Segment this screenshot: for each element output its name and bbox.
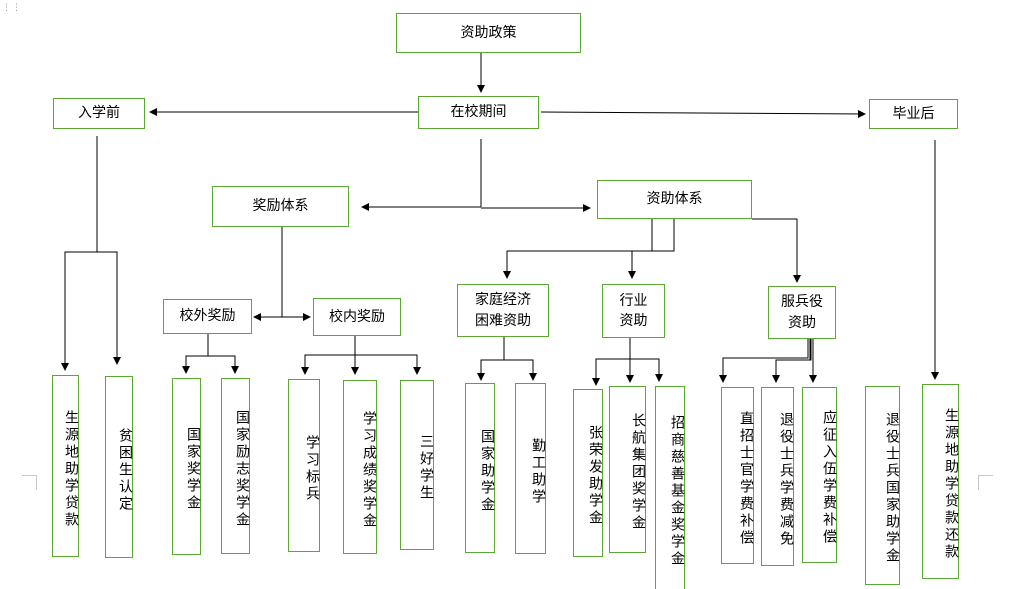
leaf-poverty-id: 贫困生认定 bbox=[105, 376, 133, 558]
node-reward-system: 奖励体系 bbox=[212, 186, 349, 227]
leaf-model-student: 学习标兵 bbox=[288, 379, 320, 552]
leaf-national-grant: 国家助学金 bbox=[465, 383, 495, 553]
leaf-three-good: 三好学生 bbox=[400, 380, 434, 550]
leaf-loan-repay: 生源地助学贷款还款 bbox=[922, 384, 959, 579]
leaf-work-study: 勤工助学 bbox=[515, 383, 546, 554]
node-industry-aid: 行业 资助 bbox=[602, 284, 665, 338]
leaf-veteran-grant: 退役士兵国家助学金 bbox=[865, 386, 900, 585]
node-family-aid: 家庭经济 困难资助 bbox=[457, 284, 549, 337]
leaf-academic-scholarship: 学习成绩奖学金 bbox=[343, 380, 377, 554]
edge-before-split bbox=[61, 136, 98, 371]
leaf-enlist-comp: 应征入伍学费补偿 bbox=[802, 387, 837, 563]
leaf-zhaoshang: 招商慈善基金奖学金 bbox=[655, 386, 685, 589]
node-after: 毕业后 bbox=[869, 99, 958, 129]
node-aid-system: 资助体系 bbox=[597, 180, 752, 219]
leaf-changhang: 长航集团奖学金 bbox=[609, 386, 646, 553]
page-corner-mark-left bbox=[22, 475, 37, 490]
node-during: 在校期间 bbox=[418, 96, 539, 129]
leaf-veteran-waiver: 退役士兵学费减免 bbox=[761, 387, 794, 566]
node-outside-reward: 校外奖励 bbox=[163, 299, 252, 334]
leaf-national-encourage: 国家励志奖学金 bbox=[221, 378, 250, 554]
leaf-direct-nco: 直招士官学费补偿 bbox=[721, 387, 754, 564]
edge-during-after bbox=[540, 109, 866, 118]
node-inside-reward: 校内奖励 bbox=[313, 298, 401, 336]
node-before: 入学前 bbox=[53, 98, 145, 129]
node-policy: 资助政策 bbox=[396, 13, 581, 53]
leaf-national-scholarship: 国家奖学金 bbox=[172, 378, 201, 555]
leaf-loan-source: 生源地助学贷款 bbox=[52, 375, 79, 557]
node-military-aid: 服兵役 资助 bbox=[768, 286, 836, 339]
leaf-zhang-grant: 张荣发助学金 bbox=[573, 389, 603, 557]
page-corner-mark-right bbox=[978, 475, 993, 490]
drag-handle-icon[interactable]: ⋮⋮ bbox=[2, 3, 22, 13]
